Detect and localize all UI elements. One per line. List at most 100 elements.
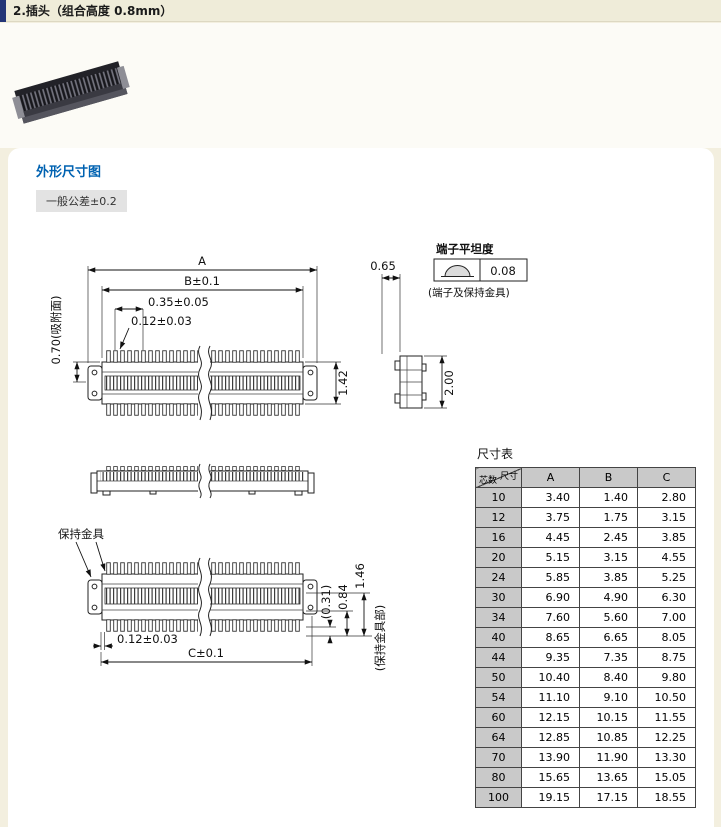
dim-a-cell: 4.45 xyxy=(521,527,580,548)
dimension-table: 尺寸 芯数 A B C 10 3.40 1.40 2.80 12 3.75 xyxy=(475,467,696,808)
header-accent-block xyxy=(0,0,6,22)
table-header-row: 尺寸 芯数 A B C xyxy=(475,467,696,488)
dim-tooth-bottom-label: 0.12±0.03 xyxy=(117,632,178,646)
pin-count-cell: 30 xyxy=(475,587,522,608)
flatness-symbol-icon xyxy=(444,265,471,277)
table-row: 80 15.65 13.65 15.05 xyxy=(475,767,696,788)
dim-c-cell: 13.30 xyxy=(637,747,696,768)
dim-a-cell: 3.40 xyxy=(521,487,580,508)
dim-b-cell: 2.45 xyxy=(579,527,638,548)
dim-a-cell: 11.10 xyxy=(521,687,580,708)
dim-a-cell: 12.85 xyxy=(521,727,580,748)
pin-count-cell: 10 xyxy=(475,487,522,508)
table-row: 12 3.75 1.75 3.15 xyxy=(475,507,696,528)
photo-zone xyxy=(0,23,721,148)
pin-count-cell: 34 xyxy=(475,607,522,628)
dim-c-cell: 11.55 xyxy=(637,707,696,728)
column-header-a: A xyxy=(521,467,580,488)
table-row: 30 6.90 4.90 6.30 xyxy=(475,587,696,608)
table-row: 44 9.35 7.35 8.75 xyxy=(475,647,696,668)
dim-b-cell: 1.75 xyxy=(579,507,638,528)
pin-count-cell: 80 xyxy=(475,767,522,788)
dim-suction-label: 0.70(吸附面) xyxy=(49,295,63,364)
dim-084-label: 0.84 xyxy=(336,584,350,610)
table-row: 20 5.15 3.15 4.55 xyxy=(475,547,696,568)
dim-c-cell: 10.50 xyxy=(637,687,696,708)
bottom-view xyxy=(87,557,318,637)
table-row: 60 12.15 10.15 11.55 xyxy=(475,707,696,728)
dim-c-cell: 8.75 xyxy=(637,647,696,668)
dim-c-cell: 4.55 xyxy=(637,547,696,568)
table-row: 24 5.85 3.85 5.25 xyxy=(475,567,696,588)
front-view-dimensions: A B±0.1 0.35±0.05 0.12±0.03 0.70(吸附面) 1.… xyxy=(49,254,350,405)
table-row: 10 3.40 1.40 2.80 xyxy=(475,487,696,508)
table-row: 16 4.45 2.45 3.85 xyxy=(475,527,696,548)
dim-pitch-label: 0.35±0.05 xyxy=(148,295,209,309)
dim-b-cell: 11.90 xyxy=(579,747,638,768)
dim-c-cell: 3.85 xyxy=(637,527,696,548)
dim-b-cell: 13.65 xyxy=(579,767,638,788)
dim-c-cell: 12.25 xyxy=(637,727,696,748)
flatness-note: (端子及保持金具) xyxy=(428,286,510,299)
dim-b-cell: 1.40 xyxy=(579,487,638,508)
dim-a-cell: 6.90 xyxy=(521,587,580,608)
header-bar: 2.插头（组合高度 0.8mm） xyxy=(0,0,721,22)
dim-c-cell: 6.30 xyxy=(637,587,696,608)
pin-count-cell: 16 xyxy=(475,527,522,548)
bottom-view-dimensions: 保持金具 0.12±0.03 C±0.1 (0.31) 0.84 1.46 xyxy=(58,527,387,671)
dim-c-cell: 9.80 xyxy=(637,667,696,688)
pin-count-cell: 44 xyxy=(475,647,522,668)
dim-a-cell: 12.15 xyxy=(521,707,580,728)
dim-a-cell: 7.60 xyxy=(521,607,580,628)
dim-031-label: (0.31) xyxy=(319,585,333,620)
flatness-title: 端子平坦度 xyxy=(436,242,494,256)
dimension-table-section: 尺寸表 尺寸 芯数 A B C 10 3.40 1.40 2. xyxy=(475,445,696,808)
column-header-c: C xyxy=(637,467,696,488)
pin-count-cell: 40 xyxy=(475,627,522,648)
dim-a-cell: 5.15 xyxy=(521,547,580,568)
pin-count-cell: 20 xyxy=(475,547,522,568)
pin-count-cell: 12 xyxy=(475,507,522,528)
flatness-value: 0.08 xyxy=(490,264,516,278)
dim-c-cell: 18.55 xyxy=(637,787,696,808)
pin-count-cell: 54 xyxy=(475,687,522,708)
dim-b-cell: 9.10 xyxy=(579,687,638,708)
dim-a-cell: 15.65 xyxy=(521,767,580,788)
dim-b-cell: 6.65 xyxy=(579,627,638,648)
pin-count-cell: 64 xyxy=(475,727,522,748)
table-row: 64 12.85 10.85 12.25 xyxy=(475,727,696,748)
dim-b-cell: 3.85 xyxy=(579,567,638,588)
dim-200-label: 2.00 xyxy=(442,370,456,396)
corner-header-cell: 尺寸 芯数 xyxy=(475,467,522,488)
dim-a-cell: 5.85 xyxy=(521,567,580,588)
dim-b-label: B±0.1 xyxy=(184,274,220,288)
dim-a-cell: 3.75 xyxy=(521,507,580,528)
corner-label-dim: 尺寸 xyxy=(499,472,518,482)
table-row: 34 7.60 5.60 7.00 xyxy=(475,607,696,628)
content-panel: 外形尺寸图 一般公差±0.2 xyxy=(8,148,714,827)
dimension-drawing: A B±0.1 0.35±0.05 0.12±0.03 0.70(吸附面) 1.… xyxy=(49,242,528,671)
product-photo xyxy=(12,61,130,124)
dim-c-cell: 7.00 xyxy=(637,607,696,628)
dim-142-label: 1.42 xyxy=(336,370,350,396)
flatness-callout: 端子平坦度 0.08 (端子及保持金具) xyxy=(428,242,528,299)
dim-c-cell: 8.05 xyxy=(637,627,696,648)
corner-label-pins: 芯数 xyxy=(479,476,498,486)
dim-tooth-top-label: 0.12±0.03 xyxy=(131,314,192,328)
page-title: 2.插头（组合高度 0.8mm） xyxy=(13,4,173,18)
table-row: 100 19.15 17.15 18.55 xyxy=(475,787,696,808)
dim-065-label: 0.65 xyxy=(370,259,396,273)
table-row: 50 10.40 8.40 9.80 xyxy=(475,667,696,688)
dim-b-cell: 5.60 xyxy=(579,607,638,628)
table-title: 尺寸表 xyxy=(477,447,514,461)
dim-c-cell: 3.15 xyxy=(637,507,696,528)
dim-c-label: C±0.1 xyxy=(188,646,224,660)
section-title: 外形尺寸图 xyxy=(36,165,102,180)
dim-c-cell: 2.80 xyxy=(637,487,696,508)
dim-146-label: 1.46 xyxy=(353,563,367,589)
retainer-label: 保持金具 xyxy=(58,527,104,541)
dim-b-cell: 3.15 xyxy=(579,547,638,568)
dim-a-cell: 9.35 xyxy=(521,647,580,668)
tolerance-badge: 一般公差±0.2 xyxy=(36,190,127,212)
pin-count-cell: 60 xyxy=(475,707,522,728)
